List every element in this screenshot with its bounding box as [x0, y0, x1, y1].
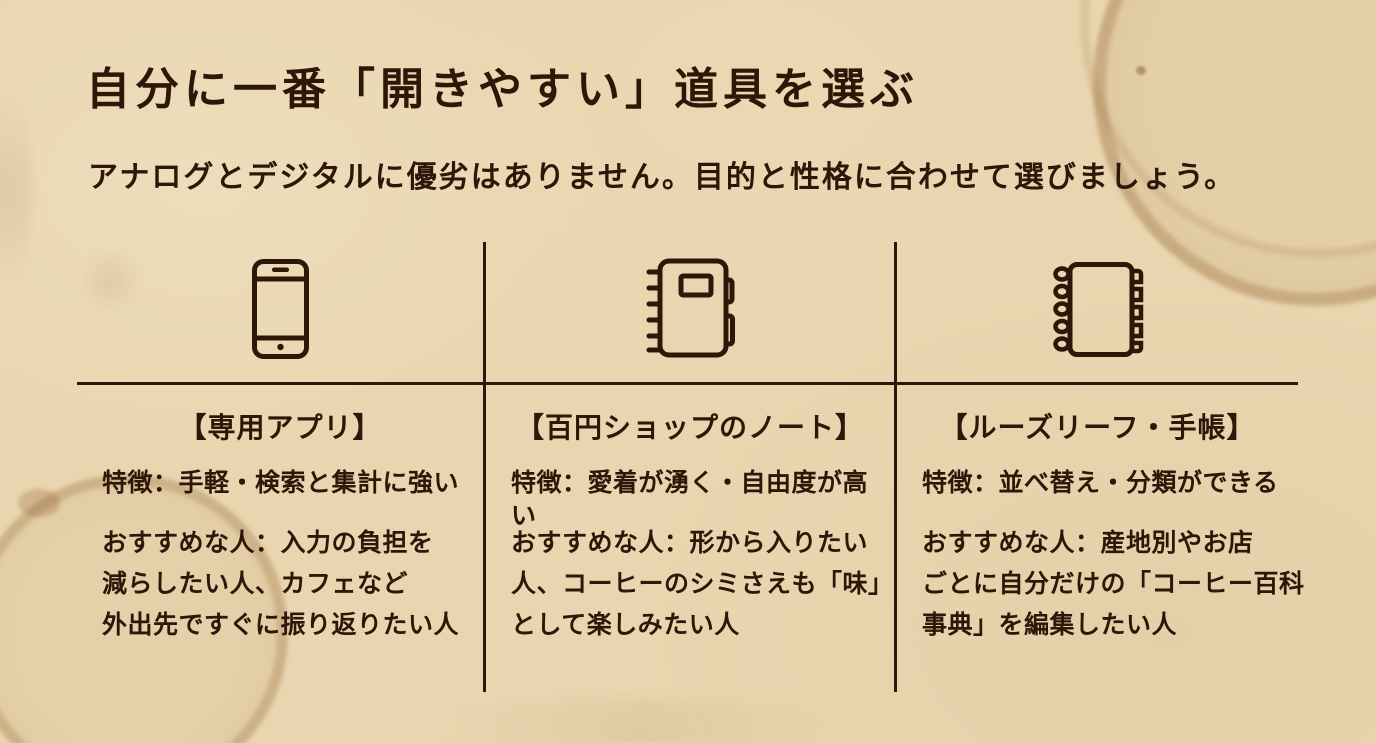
column-app: 【専用アプリ】 特徴：手軽・検索と集計に強い おすすめな人：入力の負担を 減らし… [77, 242, 483, 692]
recommendation-line: おすすめな人：産地別やお店 [922, 530, 1254, 557]
column-feature: 特徴：手軽・検索と集計に強い [102, 470, 460, 497]
vertical-divider-1 [483, 242, 486, 692]
column-recommendation: おすすめな人：入力の負担を 減らしたい人、カフェなど 外出先ですぐに振り返りたい… [102, 523, 479, 646]
page-subtitle: アナログとデジタルに優劣はありません。目的と性格に合わせて選びましょう。 [88, 161, 1237, 194]
recommendation-line: 外出先ですぐに振り返りたい人 [102, 612, 460, 639]
column-title: 【ルーズリーフ・手帳】 [939, 413, 1256, 444]
coffee-stain-outer-ring-top-right [1080, 0, 1376, 258]
recommendation-line: として楽しみたい人 [511, 612, 740, 639]
horizontal-divider [77, 382, 1298, 385]
column-title: 【専用アプリ】 [178, 413, 382, 444]
column-feature: 特徴：並べ替え・分類ができる [922, 470, 1279, 497]
coffee-stain-edge-left [0, 60, 32, 320]
vertical-divider-2 [894, 242, 897, 692]
recommendation-line: ごとに自分だけの「コーヒー百科 [922, 571, 1305, 598]
column-notebook: 【百円ショップのノート】 特徴：愛着が湧く・自由度が高い おすすめな人：形から入… [486, 242, 894, 692]
coffee-stain-splash-left [18, 489, 60, 517]
page-title: 自分に一番「開きやすい」道具を選ぶ [86, 65, 919, 114]
column-binder: 【ルーズリーフ・手帳】 特徴：並べ替え・分類ができる おすすめな人：産地別やお店… [897, 242, 1305, 692]
loose-leaf-binder-icon [897, 256, 1298, 362]
smartphone-icon [77, 256, 483, 362]
coffee-stain-bottom [380, 698, 900, 743]
column-recommendation: おすすめな人：産地別やお店 ごとに自分だけの「コーヒー百科 事典」を編集したい人 [922, 523, 1305, 646]
recommendation-line: 減らしたい人、カフェなど [102, 571, 409, 598]
spiral-notebook-icon [486, 256, 894, 362]
recommendation-line: おすすめな人：入力の負担を [102, 530, 434, 557]
recommendation-line: 人、コーヒーのシミさえも「味」 [511, 571, 894, 598]
column-title: 【百円ショップのノート】 [515, 413, 864, 444]
recommendation-line: おすすめな人：形から入りたい [511, 530, 869, 557]
coffee-drip-dot [1136, 66, 1146, 75]
recommendation-line: 事典」を編集したい人 [922, 612, 1178, 639]
column-recommendation: おすすめな人：形から入りたい 人、コーヒーのシミさえも「味」 として楽しみたい人 [511, 523, 894, 646]
column-feature: 特徴：愛着が湧く・自由度が高い [511, 470, 869, 530]
